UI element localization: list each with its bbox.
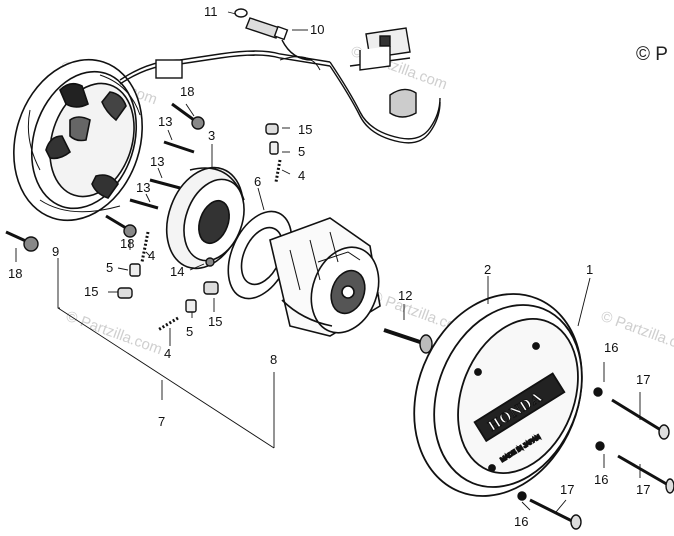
callout-3: 3: [208, 128, 215, 143]
bolts-group: [5, 102, 205, 252]
callout-17b: 17: [636, 482, 650, 497]
callout-7: 7: [158, 414, 165, 429]
flywheel-housing: [269, 217, 381, 337]
callout-13c: 13: [136, 180, 150, 195]
callout-5a: 5: [298, 144, 305, 159]
callout-15b: 15: [84, 284, 98, 299]
callout-15a: 15: [298, 122, 312, 137]
callout-13b: 13: [150, 154, 164, 169]
springs-pins: [117, 123, 282, 332]
leader-lines: [15, 11, 641, 513]
callout-5b: 5: [106, 260, 113, 275]
watermark: © Partzilla.com: [64, 308, 165, 359]
callout-13a: 13: [158, 114, 172, 129]
copyright-text: © P: [636, 44, 668, 65]
cover-screws: [517, 387, 674, 530]
callout-16c: 16: [514, 514, 528, 529]
callout-17c: 17: [560, 482, 574, 497]
callout-14: 14: [170, 264, 184, 279]
callout-10: 10: [310, 22, 324, 37]
callout-12: 12: [398, 288, 412, 303]
connector-block: [349, 27, 417, 118]
callout-numbers: 1 2 3 4 4 4 5 5 5 6 7 8 9 10 11 12 13 13…: [8, 4, 650, 529]
callout-6: 6: [254, 174, 261, 189]
callout-4a: 4: [298, 168, 305, 183]
callout-1: 1: [586, 262, 593, 277]
wiring-harness: [119, 50, 441, 144]
callout-15c: 15: [208, 314, 222, 329]
rotor: [165, 166, 245, 270]
generator-cover: HONDA MADE IN JAPAN: [413, 293, 583, 497]
callout-16b: 16: [594, 472, 608, 487]
callout-17a: 17: [636, 372, 650, 387]
sensor-switch: [234, 8, 313, 61]
callout-4b: 4: [148, 248, 155, 263]
cover-bolt: [383, 328, 433, 354]
callout-18c: 18: [8, 266, 22, 281]
callout-4c: 4: [164, 346, 171, 361]
callout-18b: 18: [120, 236, 134, 251]
callout-5c: 5: [186, 324, 193, 339]
callout-11: 11: [204, 4, 218, 19]
callout-9: 9: [52, 244, 59, 259]
callout-16a: 16: [604, 340, 618, 355]
callout-2: 2: [484, 262, 491, 277]
callout-8: 8: [270, 352, 277, 367]
callout-18a: 18: [180, 84, 194, 99]
stator-assembly: [13, 58, 143, 222]
